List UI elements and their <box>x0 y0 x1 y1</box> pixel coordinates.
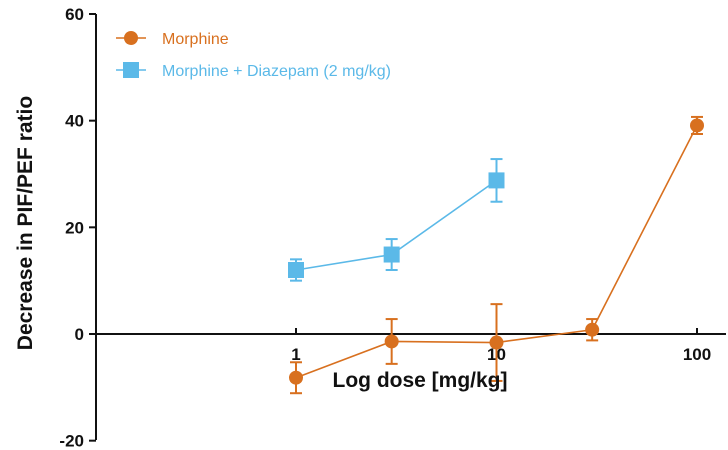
data-point <box>690 118 704 133</box>
y-tick-label: 20 <box>65 218 84 237</box>
data-point <box>289 370 303 385</box>
legend-marker <box>123 62 139 78</box>
y-tick-label: 0 <box>75 325 84 344</box>
data-point <box>288 262 304 278</box>
data-point <box>488 172 505 189</box>
data-point <box>383 246 400 263</box>
series-morphine <box>289 115 704 395</box>
y-axis-title: Decrease in PIF/PEF ratio <box>14 96 37 350</box>
x-axis-title: Log dose [mg/kg] <box>333 369 508 392</box>
legend-marker <box>124 31 138 45</box>
series-layer <box>288 115 704 395</box>
x-tick-label: 100 <box>683 345 711 364</box>
y-tick-label: 40 <box>65 112 84 131</box>
y-tick-label: 60 <box>65 5 84 24</box>
legend-label: Morphine <box>162 31 229 48</box>
legend-label: Morphine + Diazepam (2 mg/kg) <box>162 63 391 80</box>
y-tick-label: -20 <box>59 432 84 450</box>
y-axis: -20 0 20 40 60 <box>59 5 97 450</box>
series-morphine-diazepam <box>288 158 505 282</box>
data-point <box>384 334 399 349</box>
data-point <box>489 335 504 350</box>
x-tick-label: 1 <box>291 345 300 364</box>
data-point <box>585 322 600 337</box>
